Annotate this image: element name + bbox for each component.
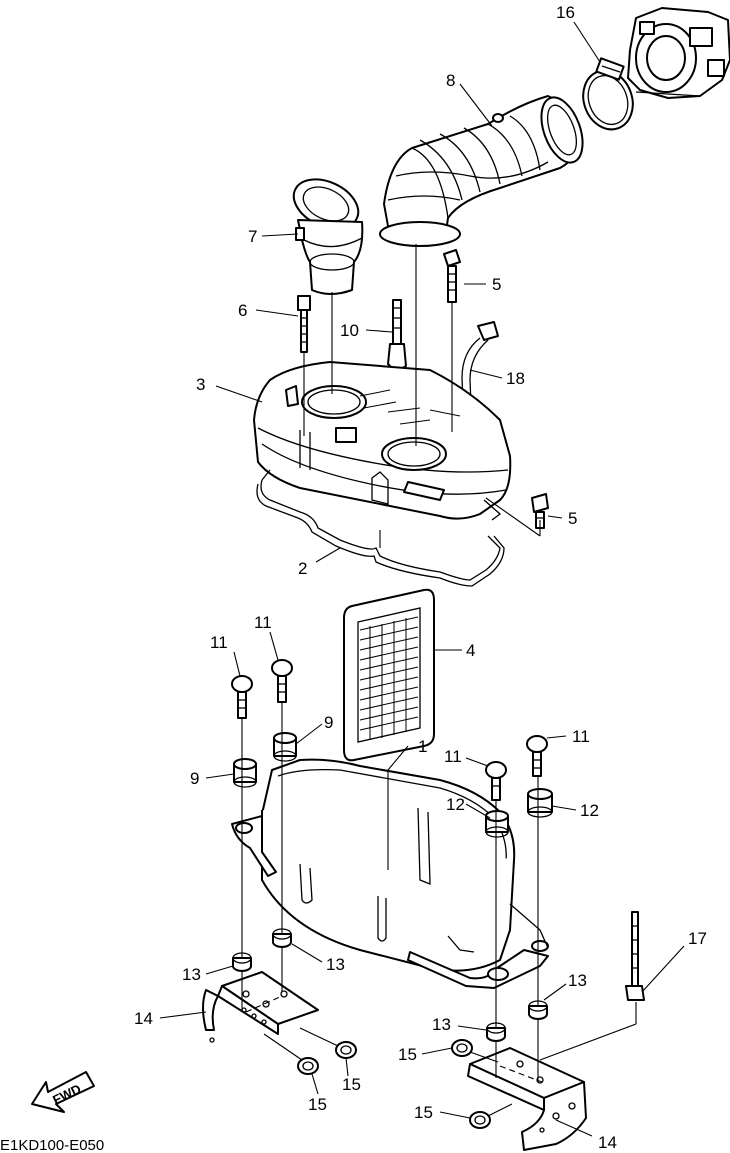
callout-12-a: 12 bbox=[446, 795, 465, 814]
breather-hose bbox=[461, 321, 499, 431]
callout-13-b: 13 bbox=[326, 955, 345, 974]
grommet-12-a bbox=[485, 810, 509, 838]
callout-11-d: 11 bbox=[572, 727, 590, 746]
intake-funnel bbox=[292, 178, 364, 295]
callout-labels: 16 8 7 5 6 10 18 3 5 2 4 11 11 9 1 11 11… bbox=[134, 3, 707, 1152]
callout-4: 4 bbox=[466, 641, 475, 660]
drawing-code: E1KD100-E050 bbox=[0, 1137, 104, 1153]
callout-8: 8 bbox=[446, 71, 455, 90]
grommet-9-right bbox=[273, 732, 297, 762]
callout-15-c: 15 bbox=[398, 1045, 417, 1064]
bolt-11-d bbox=[526, 735, 548, 777]
hose-clamp bbox=[582, 57, 634, 131]
callout-14-right: 14 bbox=[598, 1133, 617, 1152]
callout-5-upper: 5 bbox=[492, 275, 501, 294]
gasket bbox=[256, 469, 505, 587]
callout-3: 3 bbox=[196, 375, 205, 394]
callout-11-b: 11 bbox=[254, 613, 272, 632]
callout-17: 17 bbox=[688, 929, 707, 948]
callout-1: 1 bbox=[418, 737, 427, 756]
grommet-12-b bbox=[527, 788, 553, 818]
throttle-body bbox=[627, 7, 730, 99]
callout-16: 16 bbox=[556, 3, 575, 22]
bolt-11-b bbox=[271, 659, 293, 703]
callout-18: 18 bbox=[506, 369, 525, 388]
bolt-11-a bbox=[231, 675, 253, 719]
tie-clip bbox=[387, 299, 407, 373]
assembly-lines bbox=[241, 244, 637, 1117]
callout-10: 10 bbox=[340, 321, 359, 340]
air-cleaner-cover bbox=[253, 361, 512, 521]
callout-13-a: 13 bbox=[182, 965, 201, 984]
bolt-5-upper bbox=[443, 249, 461, 303]
callout-13-c: 13 bbox=[568, 971, 587, 990]
nut-15-b bbox=[297, 1057, 319, 1075]
bracket-14-left bbox=[202, 971, 319, 1043]
callout-15-b: 15 bbox=[308, 1095, 327, 1114]
air-filter-element bbox=[343, 588, 435, 762]
callout-14-left: 14 bbox=[134, 1009, 153, 1028]
callout-15-a: 15 bbox=[342, 1075, 361, 1094]
leader-lines bbox=[159, 21, 685, 1137]
callout-6: 6 bbox=[238, 301, 247, 320]
callout-9-right: 9 bbox=[324, 713, 333, 732]
bolt-6 bbox=[297, 295, 311, 353]
callout-13-d: 13 bbox=[432, 1015, 451, 1034]
callout-5-lower: 5 bbox=[568, 509, 577, 528]
callout-9-left: 9 bbox=[190, 769, 199, 788]
callout-15-d: 15 bbox=[414, 1103, 433, 1122]
grommet-9-left bbox=[233, 758, 257, 788]
nut-15-d bbox=[469, 1111, 491, 1129]
fwd-arrow-icon: FWD bbox=[31, 1071, 95, 1113]
callout-2: 2 bbox=[298, 559, 307, 578]
bracket-14-right bbox=[467, 1047, 587, 1151]
callout-11-a: 11 bbox=[210, 633, 228, 652]
intake-hose bbox=[379, 95, 584, 247]
callout-11-c: 11 bbox=[444, 747, 462, 766]
nut-15-a bbox=[335, 1041, 357, 1059]
bolt-11-c bbox=[485, 761, 507, 801]
callout-7: 7 bbox=[248, 227, 257, 246]
fwd-label: FWD bbox=[50, 1081, 83, 1107]
cable-band bbox=[625, 911, 645, 1001]
nut-15-c bbox=[451, 1039, 473, 1057]
callout-12-b: 12 bbox=[580, 801, 599, 820]
